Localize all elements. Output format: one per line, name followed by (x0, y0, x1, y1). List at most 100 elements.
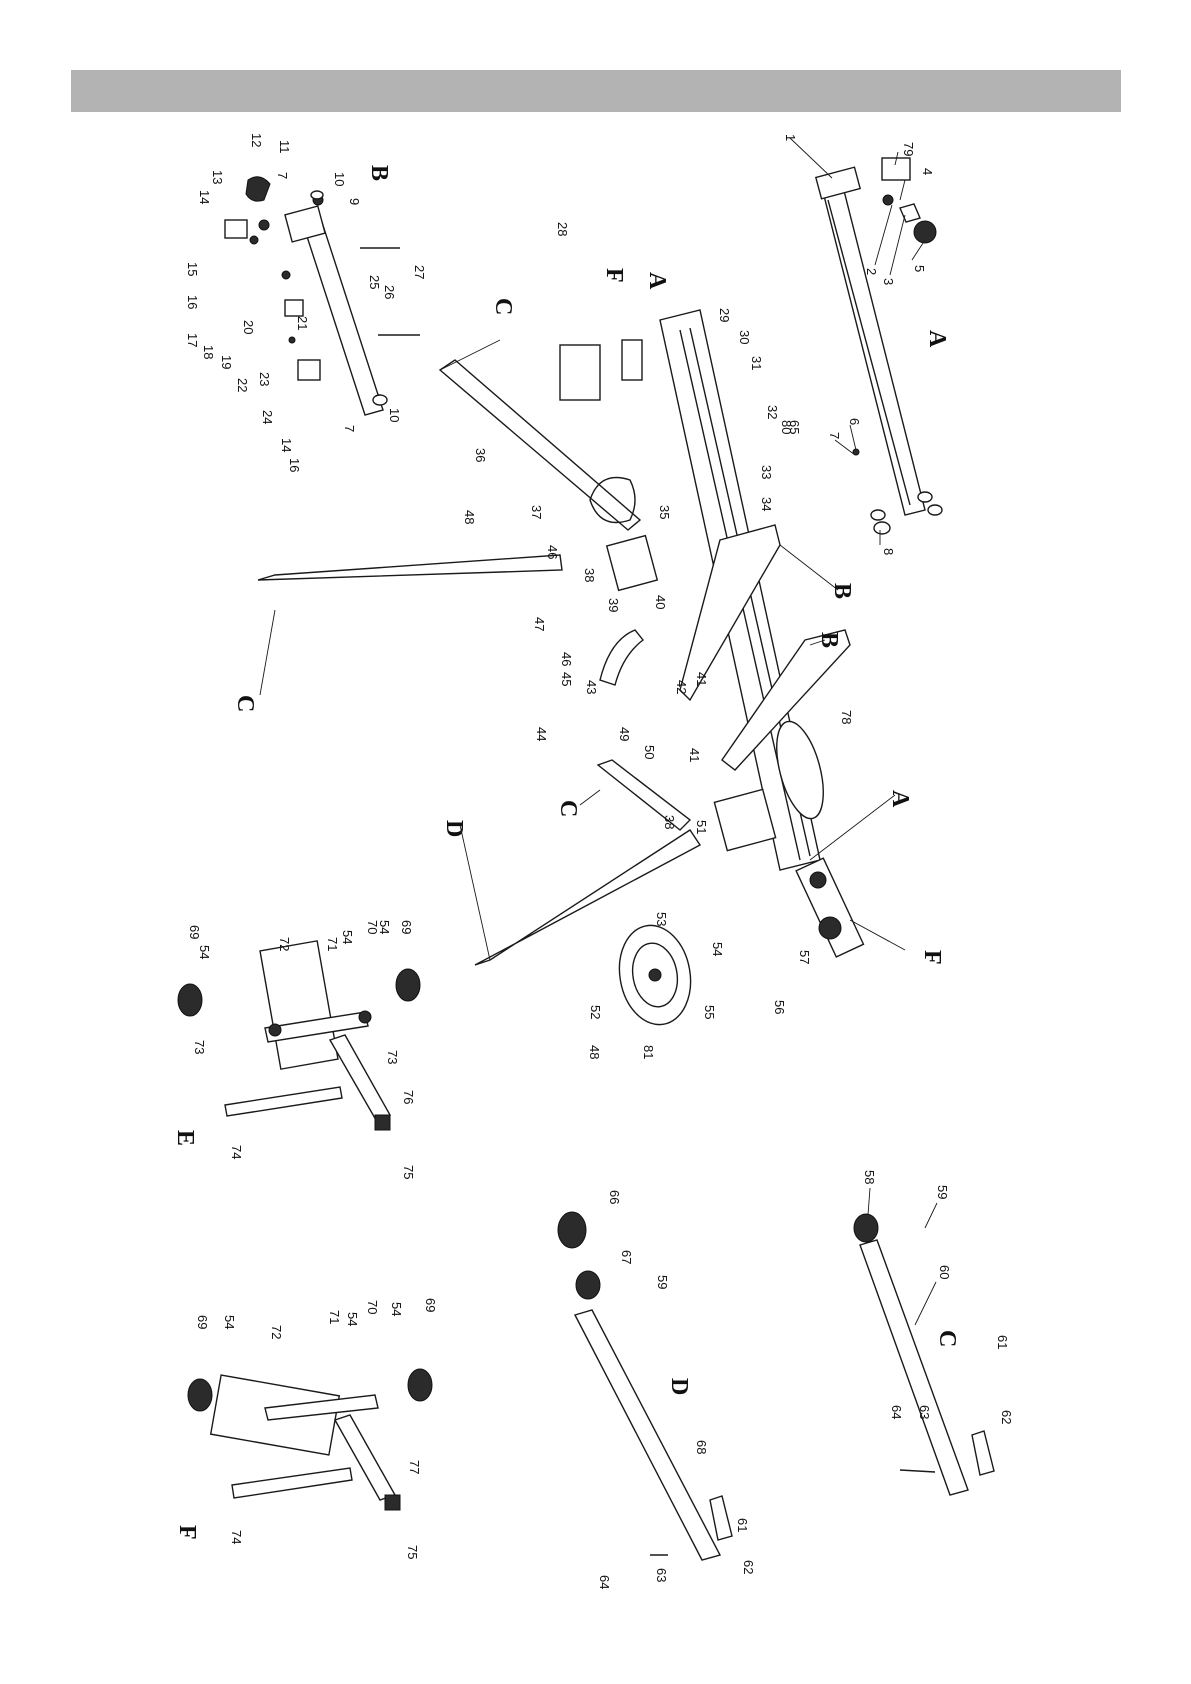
end-cap (407, 1368, 433, 1402)
svg-text:72: 72 (269, 1325, 284, 1339)
svg-text:D: D (441, 820, 467, 837)
svg-text:75: 75 (401, 1165, 416, 1179)
svg-text:C: C (490, 298, 516, 315)
svg-text:54: 54 (197, 945, 212, 959)
section-label-c: C (934, 1330, 960, 1347)
svg-text:27: 27 (412, 265, 427, 279)
svg-text:22: 22 (235, 378, 250, 392)
svg-text:5: 5 (912, 265, 927, 272)
svg-text:78: 78 (839, 710, 854, 724)
svg-text:77: 77 (407, 1460, 422, 1474)
svg-text:A: A (887, 790, 913, 808)
svg-text:21: 21 (295, 316, 310, 330)
block-part (284, 299, 304, 317)
end-cap (187, 1378, 213, 1412)
svg-text:11: 11 (277, 140, 292, 154)
end-cap (557, 1211, 587, 1249)
leg-c (257, 554, 563, 581)
svg-text:28: 28 (555, 222, 570, 236)
hinge-plate (713, 788, 777, 852)
svg-text:71: 71 (325, 937, 340, 951)
svg-text:70: 70 (365, 1300, 380, 1314)
svg-text:50: 50 (642, 745, 657, 759)
svg-text:56: 56 (772, 1000, 787, 1014)
square-post (559, 344, 601, 401)
svg-text:42: 42 (674, 680, 689, 694)
handle-loop (589, 476, 636, 524)
section-label-e: E (172, 1130, 198, 1146)
svg-text:72: 72 (277, 937, 292, 951)
section-label-d: D (666, 1378, 692, 1395)
svg-text:36: 36 (473, 448, 488, 462)
main-assembly: A F C C B B A C D F 28 29 30 31 32 80 65… (232, 222, 945, 1059)
svg-text:38: 38 (662, 815, 677, 829)
svg-text:54: 54 (710, 942, 725, 956)
svg-text:66: 66 (607, 1190, 622, 1204)
svg-text:46: 46 (545, 545, 560, 559)
svg-text:16: 16 (185, 295, 200, 309)
foot-cap (384, 1494, 401, 1511)
bracket-plate (284, 205, 326, 243)
latch-part (971, 1430, 995, 1476)
svg-text:14: 14 (279, 438, 294, 452)
lever-part (245, 176, 271, 202)
svg-text:59: 59 (655, 1275, 670, 1289)
svg-text:7: 7 (827, 432, 842, 439)
handle-part (599, 629, 644, 686)
svg-text:70: 70 (365, 920, 380, 934)
svg-text:41: 41 (694, 672, 709, 686)
svg-text:53: 53 (654, 912, 669, 926)
subassembly-a: 1 79 4 2 3 5 6 7 8 A (783, 134, 950, 555)
cross-arm-b (679, 524, 781, 702)
frame-leg (328, 1034, 392, 1121)
roller-f (795, 857, 865, 958)
svg-text:8: 8 (881, 548, 896, 555)
arm-bar (299, 209, 384, 416)
svg-text:45: 45 (559, 672, 574, 686)
svg-text:63: 63 (917, 1405, 932, 1419)
subassembly-b: B 12 11 13 7 10 9 14 15 16 17 18 19 20 2… (185, 133, 427, 472)
frame-bar (264, 1394, 379, 1421)
svg-text:69: 69 (399, 920, 414, 934)
svg-text:12: 12 (249, 133, 264, 147)
svg-text:32: 32 (765, 405, 780, 419)
foot-cap (870, 509, 886, 521)
svg-text:20: 20 (241, 320, 256, 334)
svg-text:69: 69 (187, 925, 202, 939)
frame-leg (333, 1414, 397, 1501)
header-bar (71, 70, 1121, 112)
base-bar (231, 1467, 353, 1499)
svg-text:60: 60 (937, 1265, 952, 1279)
svg-text:62: 62 (741, 1560, 756, 1574)
svg-text:59: 59 (935, 1185, 950, 1199)
hinge-plate (605, 534, 659, 592)
svg-text:10: 10 (387, 408, 402, 422)
svg-text:73: 73 (192, 1040, 207, 1054)
svg-text:75: 75 (405, 1545, 420, 1559)
svg-text:80: 80 (779, 420, 794, 434)
subassembly-d: D 66 67 59 68 61 62 63 64 (557, 1190, 756, 1589)
svg-text:49: 49 (617, 727, 632, 741)
base-bar (224, 1086, 343, 1117)
foot-cap (917, 491, 933, 503)
svg-text:58: 58 (862, 1170, 877, 1184)
svg-text:74: 74 (229, 1530, 244, 1544)
svg-text:7: 7 (275, 172, 290, 179)
svg-text:15: 15 (185, 262, 200, 276)
svg-text:55: 55 (702, 1005, 717, 1019)
svg-text:40: 40 (653, 595, 668, 609)
svg-text:3: 3 (881, 278, 896, 285)
clamp-block (881, 157, 911, 181)
svg-text:30: 30 (737, 330, 752, 344)
svg-text:48: 48 (587, 1045, 602, 1059)
svg-text:33: 33 (759, 465, 774, 479)
block-part (297, 359, 321, 381)
svg-text:A: A (644, 272, 670, 290)
svg-text:35: 35 (657, 505, 672, 519)
svg-text:C: C (232, 695, 258, 712)
svg-text:64: 64 (889, 1405, 904, 1419)
svg-text:34: 34 (759, 497, 774, 511)
leg-d (474, 829, 702, 966)
svg-text:73: 73 (385, 1050, 400, 1064)
